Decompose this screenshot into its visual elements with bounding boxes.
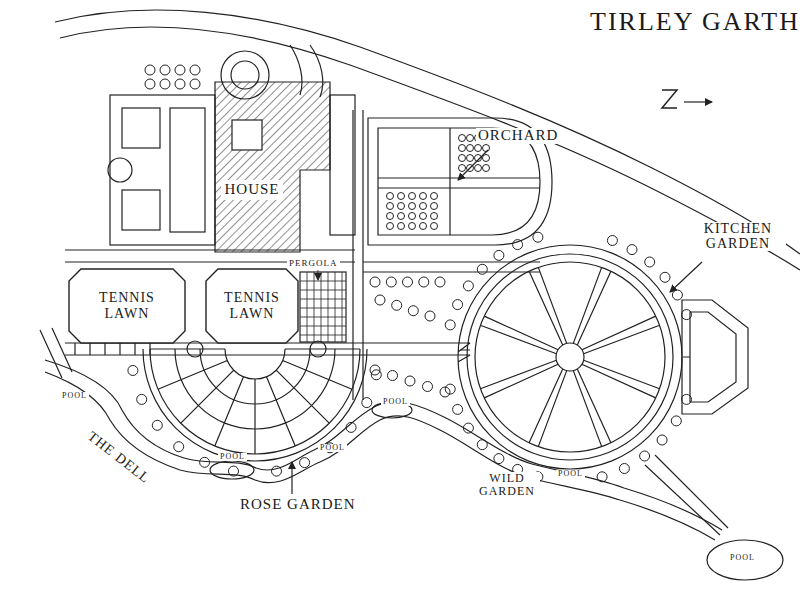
lawn-octagon	[206, 269, 298, 343]
leader-arrow	[458, 150, 488, 180]
house-room	[170, 108, 205, 232]
house-label-box: HOUSE	[221, 180, 283, 200]
house-room	[122, 108, 160, 148]
area-name: TENNIS LAWN	[83, 290, 171, 322]
house-wing	[110, 95, 215, 245]
kitchen-garden-annex	[682, 300, 748, 414]
house-bay	[108, 158, 132, 182]
area-name: HOUSE	[224, 181, 279, 198]
rose-garden-basin	[310, 341, 326, 357]
house-block	[215, 82, 330, 252]
feature-label: PERGOLA	[287, 259, 340, 268]
pool-label: POOL	[728, 554, 757, 562]
pool-label: POOL	[60, 392, 89, 400]
area-label: ROSE GARDEN	[238, 497, 358, 513]
house-service	[330, 95, 355, 235]
drive	[290, 45, 302, 95]
map-title: TIRLEY GARTH	[588, 8, 800, 35]
pool-label: POOL	[218, 453, 247, 461]
walk	[460, 350, 690, 357]
plan-linework	[40, 10, 800, 580]
north-sign	[662, 90, 677, 108]
leader-arrow	[291, 462, 292, 494]
area-label: KITCHEN GARDEN	[690, 222, 786, 251]
leader-arrow	[670, 262, 702, 292]
rose-garden-beds	[143, 349, 367, 461]
tennis-lawn: TENNIS LAWN	[68, 268, 186, 344]
pool-label: POOL	[556, 470, 585, 478]
pool-label: POOL	[318, 444, 347, 452]
pergola-grid	[300, 272, 346, 342]
pool	[707, 540, 783, 580]
stream-bank	[45, 372, 715, 540]
tennis-lawn: TENNIS LAWN	[205, 268, 299, 344]
cross-walk	[65, 343, 470, 355]
lawn-octagon	[69, 269, 185, 343]
leader-arrow	[318, 270, 319, 280]
north-arrow	[684, 101, 712, 102]
pool-label: POOL	[381, 398, 410, 406]
road-edge	[60, 27, 800, 270]
kitchen-garden-annex	[690, 312, 736, 402]
house-room	[122, 190, 160, 230]
long-walk	[353, 110, 363, 400]
steps	[75, 343, 150, 355]
road-edge	[55, 10, 800, 254]
kitchen-garden-beds	[458, 245, 682, 469]
drive	[310, 45, 323, 97]
pergola	[300, 272, 346, 342]
stream-bank	[45, 360, 722, 530]
area-name: TENNIS LAWN	[220, 290, 284, 322]
dell-path	[40, 328, 72, 378]
tree-canopies	[128, 65, 692, 482]
wild-walk	[645, 455, 728, 535]
rose-garden-basin	[187, 341, 203, 357]
area-label: ORCHARD	[476, 128, 560, 144]
house-court	[232, 120, 262, 150]
area-label: WILD GARDEN	[474, 472, 540, 497]
